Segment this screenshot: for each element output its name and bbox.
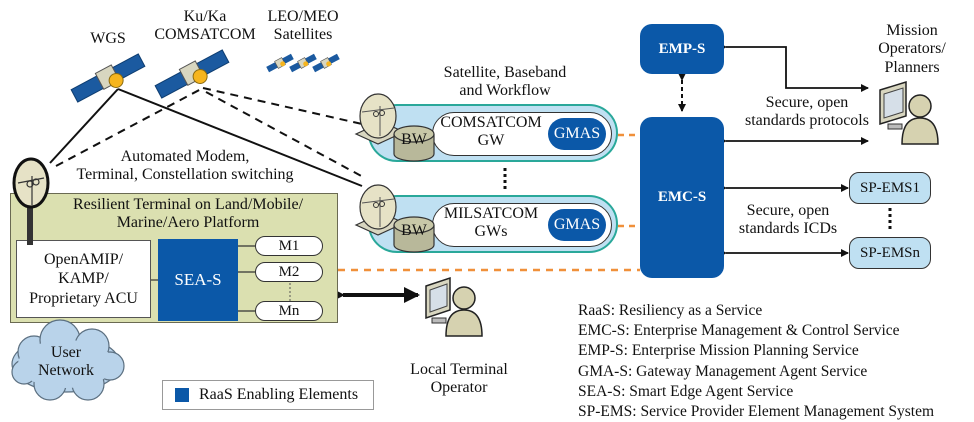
acu-line1: OpenAMIP/ [43, 251, 124, 269]
comsatcom-gw-line2: GW [477, 131, 505, 149]
leo-meo-label-line1: LEO/MEO [267, 8, 339, 25]
link-wgs-milsatcom [117, 88, 363, 187]
switching-label: Automated Modem, Terminal, Constellation… [68, 148, 302, 185]
definition-sp-ems: SP-EMS: Service Provider Element Managem… [578, 403, 935, 421]
user-network-line1: User [50, 344, 82, 361]
icds-label: Secure, open standards ICDs [728, 202, 848, 239]
milsatcom-gmas: GMAS [548, 209, 606, 241]
milsatcom-bw-label: BW [401, 222, 427, 239]
wgs-satellite-icon [70, 53, 146, 103]
switching-label-line1: Automated Modem, [120, 148, 250, 165]
emc-s-box: EMC-S [640, 117, 724, 278]
terminal-title: Resilient Terminal on Land/Mobile/ Marin… [48, 196, 328, 233]
sp-emsn-box: SP-EMSn [849, 237, 931, 269]
protocols-label-line1: Secure, open [765, 94, 849, 111]
mission-operators-line1: Mission [886, 22, 938, 39]
definition-sea-s: SEA-S: Smart Edge Agent Service [578, 382, 794, 400]
sp-ems1-box: SP-EMS1 [849, 172, 931, 204]
legend: RaaS Enabling Elements [162, 380, 374, 410]
mission-operators-line3: Planners [884, 58, 940, 76]
switching-label-line2: Terminal, Constellation switching [76, 166, 294, 184]
milsatcom-gw-line2: GWs [474, 222, 508, 240]
leo-meo-label-line2: Satellites [273, 26, 333, 44]
milsatcom-bw-icon [393, 216, 435, 253]
acu-line2: KAMP/ [58, 270, 109, 288]
definition-emp-s: EMP-S: Enterprise Mission Planning Servi… [578, 342, 859, 360]
gateways-header: Satellite, Baseband and Workflow [430, 64, 580, 101]
user-network-line2: Network [38, 362, 94, 380]
terminal-title-line2: Marine/Aero Platform [116, 214, 260, 232]
acronym-definitions: RaaS: Resiliency as a Service EMC-S: Ent… [578, 301, 934, 422]
comsatcom-bw-label: BW [401, 131, 427, 148]
sea-s-box: SEA-S [158, 239, 238, 321]
acu-line3: Proprietary ACU [29, 289, 138, 307]
protocols-label-line2: standards protocols [745, 112, 869, 130]
protocols-label: Secure, open standards protocols [732, 94, 882, 131]
modem-m1: M1 [255, 236, 323, 256]
user-network-label: User Network [26, 344, 106, 381]
milsatcom-dish-icon [354, 184, 406, 236]
legend-label: RaaS Enabling Elements [199, 386, 359, 403]
link-emp-operators [719, 43, 869, 92]
comsatcom-label-line1: Ku/Ka [183, 8, 227, 25]
definition-emc-s: EMC-S: Enterprise Management & Control S… [578, 322, 900, 340]
modem-mn: Mn [255, 301, 323, 321]
local-operator-line2: Operator [430, 379, 488, 397]
wgs-label: WGS [90, 30, 126, 47]
comsatcom-gmas: GMAS [548, 118, 606, 150]
comsatcom-satellite-label: Ku/Ka COMSATCOM [150, 8, 260, 45]
gateways-header-line2: and Workflow [459, 82, 551, 100]
local-operator-line1: Local Terminal [410, 361, 508, 378]
milsatcom-gw-label: MILSATCOM GWs [436, 205, 546, 241]
terminal-title-line1: Resilient Terminal on Land/Mobile/ [72, 196, 304, 213]
mission-operators-line2: Operators/ [878, 40, 946, 58]
comsatcom-gw-line1: COMSATCOM [440, 114, 542, 131]
local-operator-label: Local Terminal Operator [400, 361, 518, 398]
comsatcom-gw-label: COMSATCOM GW [436, 114, 546, 150]
modem-m2: M2 [255, 262, 323, 282]
comsatcom-dish-icon [354, 93, 406, 145]
emp-s-box: EMP-S [640, 24, 724, 74]
definition-gma-s: GMA-S: Gateway Management Agent Service [578, 362, 868, 380]
leo-meo-label: LEO/MEO Satellites [258, 8, 348, 45]
comsatcom-satellite-icon [154, 49, 230, 99]
acu-box: OpenAMIP/ KAMP/ Proprietary ACU [16, 240, 151, 318]
legend-swatch [175, 388, 189, 402]
leo-satellite-icon-2 [289, 53, 317, 73]
link-wgs-terminal [49, 88, 119, 164]
link-comsatcom-milgw [205, 91, 366, 179]
comsatcom-label-line2: COMSATCOM [154, 26, 256, 44]
leo-satellite-icon-1 [266, 53, 294, 73]
definition-raas: RaaS: Resiliency as a Service [578, 302, 763, 319]
milsatcom-gw-line1: MILSATCOM [443, 205, 539, 222]
gateways-header-line1: Satellite, Baseband [443, 64, 567, 81]
icds-label-line1: Secure, open [746, 202, 830, 219]
mission-operators-label: Mission Operators/ Planners [862, 22, 962, 77]
leo-satellite-icon-3 [312, 53, 340, 73]
icds-label-line2: standards ICDs [738, 220, 838, 238]
comsatcom-bw-icon [393, 125, 435, 162]
